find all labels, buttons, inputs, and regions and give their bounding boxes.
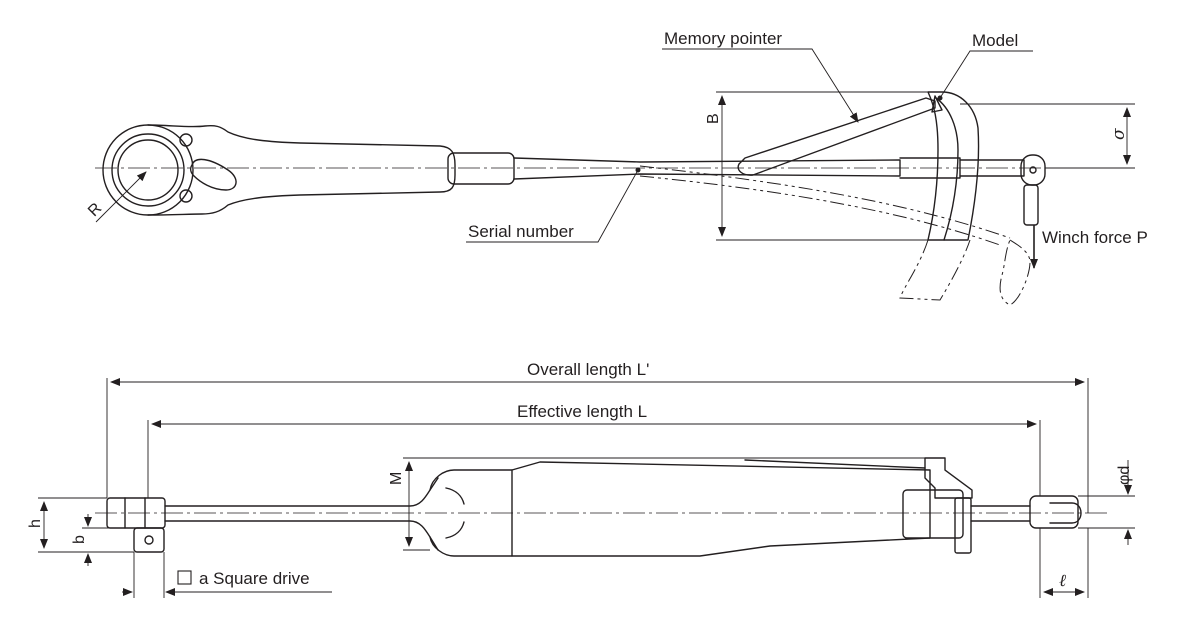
b-small-dimension-label: b [71,535,88,544]
r-dimension-label: R [85,200,105,220]
square-drive-label: a Square drive [199,569,310,588]
scale-plate [927,91,980,241]
side-head [106,497,166,553]
overall-length-label: Overall length L' [527,360,649,379]
model-label: Model [972,31,1018,50]
ell-dimension-label: ℓ [1059,571,1066,591]
sigma-dimension-label: σ [1109,128,1129,140]
side-pointer-housing [902,457,973,554]
model-leader [939,50,1033,99]
top-view: R B σ Winch force P Memory pointer Model… [85,29,1148,306]
ratchet-head [102,124,456,216]
b-dimension-label: B [705,113,722,124]
handle-tube [447,152,901,185]
winch-force-label: Winch force P [1042,228,1148,247]
winch-pin [959,154,1046,226]
effective-length-label: Effective length L [517,402,647,421]
side-pin [970,495,1082,529]
serial-number-label: Serial number [468,222,574,241]
square-drive-symbol [177,570,192,585]
h-dimension-label: h [27,519,44,528]
side-beam [164,477,439,551]
r-leader [95,171,147,223]
memory-pointer-label: Memory pointer [664,29,782,48]
m-dimension-label: M [388,472,405,485]
phid-dimension-label: φd [1116,466,1133,485]
side-grip [429,459,931,557]
serial-number-leader [466,169,639,243]
memory-pointer-leader [662,48,859,123]
memory-pointer-arm [737,97,961,179]
side-view: Overall length L' Effective length L M h… [27,360,1135,598]
deflected-phantom [639,165,1031,306]
